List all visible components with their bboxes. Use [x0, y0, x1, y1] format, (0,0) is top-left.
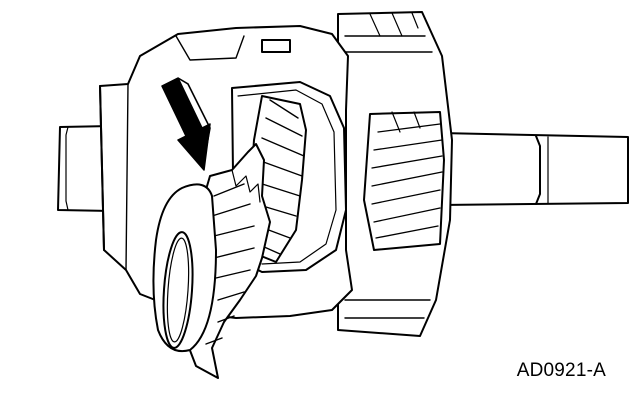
right-axle-shaft	[439, 132, 629, 206]
figure-code: AD0921-A	[516, 360, 606, 381]
thrust-washer	[152, 183, 217, 352]
right-side-gear	[363, 111, 445, 251]
removal-arrow	[161, 77, 211, 171]
